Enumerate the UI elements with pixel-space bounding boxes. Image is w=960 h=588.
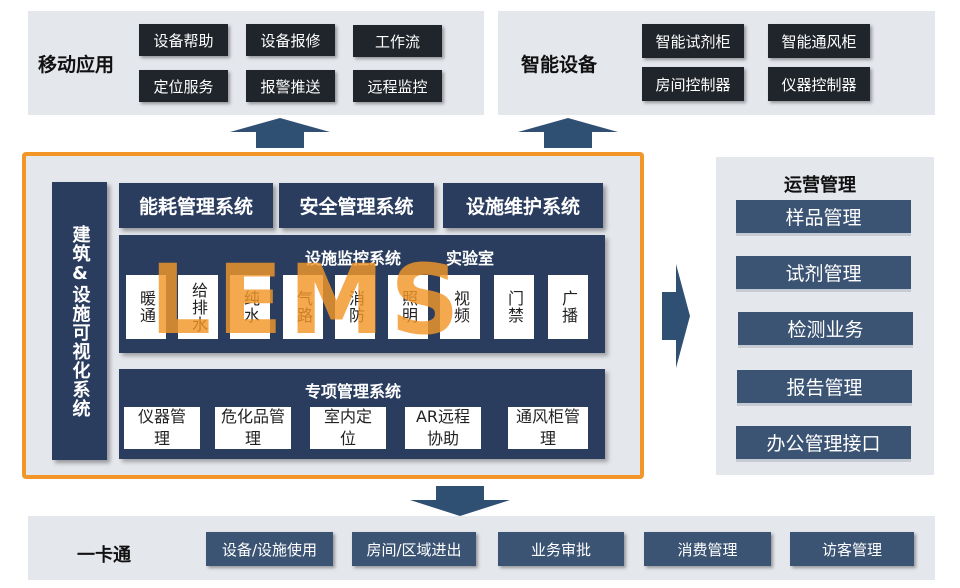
gas-line-tile[interactable]: 气路 (283, 275, 323, 339)
mobile-item-alarm-push[interactable]: 报警推送 (246, 70, 335, 102)
one-card-title: 一卡通 (77, 545, 131, 566)
smart-device-title: 智能设备 (521, 54, 598, 76)
instrument-management-tile[interactable]: 仪器管理 (124, 407, 200, 449)
facility-monitor-title: 设施监控系统 (305, 249, 402, 268)
smart-item-reagent-cabinet[interactable]: 智能试剂柜 (642, 24, 744, 58)
pure-water-tile[interactable]: 纯水 (230, 275, 270, 339)
indoor-positioning-tile[interactable]: 室内定位 (310, 407, 386, 449)
broadcast-tile[interactable]: 广播 (548, 275, 588, 339)
video-tile[interactable]: 视频 (440, 275, 480, 339)
reagent-management[interactable]: 试剂管理 (736, 256, 911, 292)
one-card-panel (28, 516, 935, 580)
visualization-system-label[interactable]: 建筑&设施可视化系统 (52, 182, 107, 460)
up-arrow-left-icon (230, 118, 330, 148)
access-control-tile[interactable]: 门禁 (494, 275, 534, 339)
down-arrow-icon (410, 486, 510, 516)
mobile-app-title: 移动应用 (38, 54, 115, 76)
smart-item-fume-hood[interactable]: 智能通风柜 (768, 24, 870, 58)
card-item-device-usage[interactable]: 设备/设施使用 (206, 532, 333, 566)
smart-item-instrument-controller[interactable]: 仪器控制器 (768, 67, 870, 101)
safety-management-system[interactable]: 安全管理系统 (279, 183, 434, 228)
report-management[interactable]: 报告管理 (737, 370, 912, 406)
card-item-consumption[interactable]: 消费管理 (644, 532, 771, 566)
right-arrow-icon (662, 264, 690, 368)
mobile-item-device-repair[interactable]: 设备报修 (246, 24, 335, 56)
lab-label: 实验室 (446, 249, 495, 268)
energy-management-system[interactable]: 能耗管理系统 (119, 183, 273, 228)
mobile-item-device-help[interactable]: 设备帮助 (139, 24, 228, 56)
facility-maintenance-system[interactable]: 设施维护系统 (443, 183, 603, 228)
mobile-item-remote-monitor[interactable]: 远程监控 (353, 70, 442, 102)
special-management-title: 专项管理系统 (305, 382, 402, 401)
card-item-business-approval[interactable]: 业务审批 (498, 532, 624, 566)
hazardous-chemicals-tile[interactable]: 危化品管理 (215, 407, 291, 449)
testing-business[interactable]: 检测业务 (738, 312, 913, 348)
operations-title: 运营管理 (784, 175, 856, 196)
water-supply-drainage-tile[interactable]: 给排水 (178, 275, 218, 339)
ar-remote-assist-tile[interactable]: AR远程协助 (405, 407, 481, 449)
office-interface[interactable]: 办公管理接口 (736, 426, 911, 462)
card-item-room-access[interactable]: 房间/区域进出 (352, 532, 476, 566)
up-arrow-right-icon (518, 118, 618, 148)
mobile-item-location[interactable]: 定位服务 (139, 70, 228, 102)
fire-protection-tile[interactable]: 消防 (335, 275, 375, 339)
mobile-item-workflow[interactable]: 工作流 (353, 25, 442, 57)
fume-hood-management-tile[interactable]: 通风柜管理 (508, 407, 588, 449)
smart-item-room-controller[interactable]: 房间控制器 (642, 67, 744, 101)
sample-management[interactable]: 样品管理 (736, 200, 911, 236)
hvac-tile[interactable]: 暖通 (126, 275, 166, 339)
card-item-visitor[interactable]: 访客管理 (790, 532, 914, 566)
lighting-tile[interactable]: 照明 (388, 275, 428, 339)
